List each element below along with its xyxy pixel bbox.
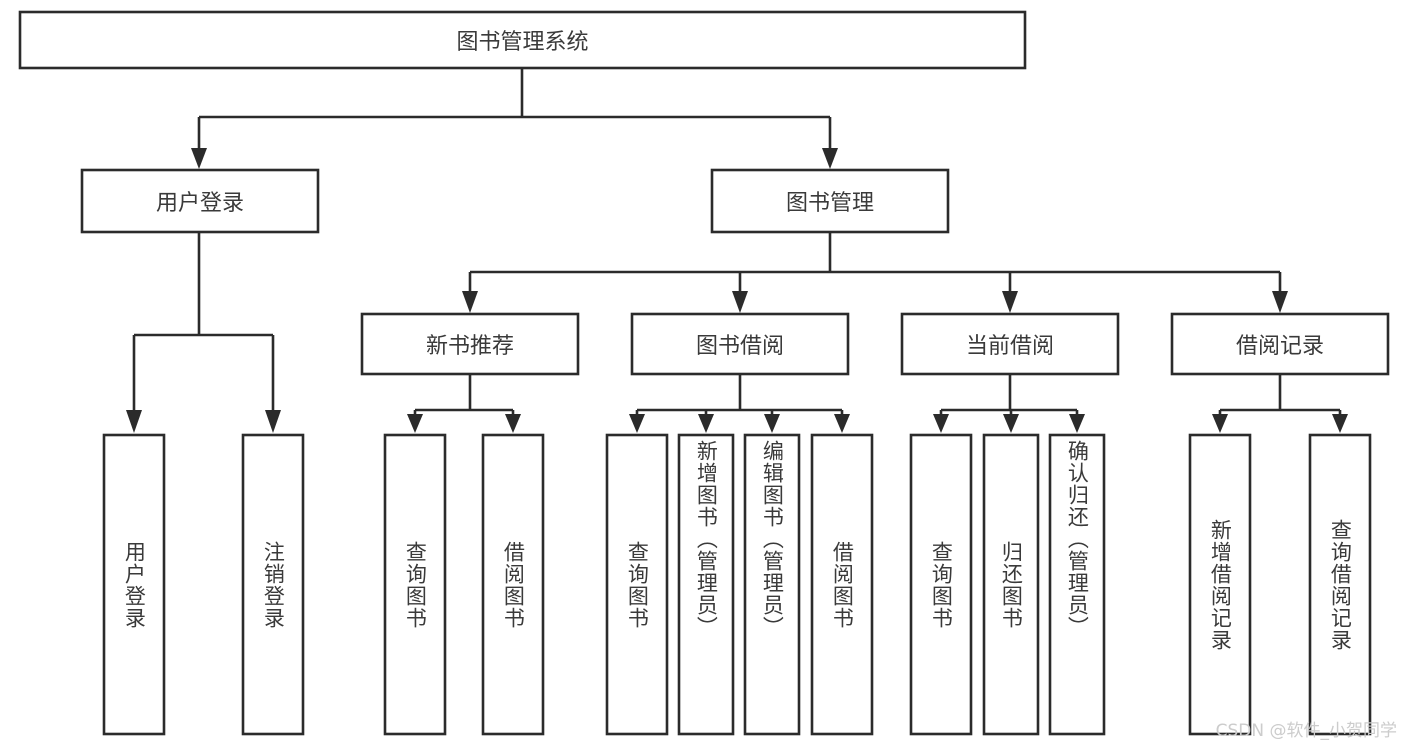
arrow-borrow-record [1272,291,1288,313]
arrow-bb-leaf2 [698,414,714,433]
node-book-borrow-box[interactable] [630,312,850,376]
leaf-query-book-current-box[interactable] [909,433,973,736]
leaf-query-book-borrow-box[interactable] [605,433,669,736]
arrow-user-login-leaf1 [126,410,142,433]
node-borrow-record-box[interactable] [1170,312,1390,376]
arrow-book-borrow [732,291,748,313]
leaf-add-borrow-record-box[interactable] [1188,433,1252,736]
arrow-bb-leaf1 [629,414,645,433]
connector-layer [126,68,1348,433]
arrow-br-leaf2 [1332,414,1348,433]
arrow-cb-leaf1 [933,414,949,433]
leaf-query-borrow-record-box[interactable] [1308,433,1372,736]
leaf-user-login-box[interactable] [102,433,166,736]
leaf-query-book-newbook-box[interactable] [383,433,447,736]
arrow-to-user-login [191,148,207,169]
leaf-edit-book-box[interactable] [743,433,801,736]
arrow-to-book-manage [822,148,838,169]
leaf-borrow-book-box[interactable] [810,433,874,736]
node-book-manage-box[interactable] [710,168,950,234]
arrow-cb-leaf2 [1003,414,1019,433]
node-new-book-recommend-box[interactable] [360,312,580,376]
arrow-bb-leaf3 [764,414,780,433]
node-box-layer [18,10,1390,736]
arrow-newbook-leaf1 [407,414,423,433]
arrow-br-leaf1 [1212,414,1228,433]
leaf-return-book-box[interactable] [982,433,1040,736]
arrow-user-login-leaf2 [265,410,281,433]
arrow-newbook-leaf2 [505,414,521,433]
arrow-current-borrow [1002,291,1018,313]
arrow-cb-leaf3 [1069,414,1085,433]
leaf-confirm-return-box[interactable] [1048,433,1106,736]
arrow-new-book-recommend [462,291,478,313]
arrow-bb-leaf4 [834,414,850,433]
leaf-add-book-box[interactable] [677,433,735,736]
leaf-borrow-book-newbook-box[interactable] [481,433,545,736]
csdn-watermark: CSDN @软件_小贺同学 [1215,721,1397,741]
node-root-box[interactable] [18,10,1027,70]
node-user-login-box[interactable] [80,168,320,234]
leaf-logout-box[interactable] [241,433,305,736]
node-current-borrow-box[interactable] [900,312,1120,376]
